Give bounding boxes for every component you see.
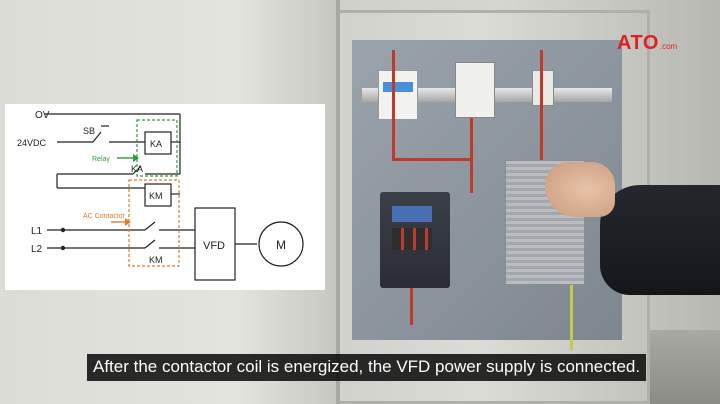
wire-red-5 xyxy=(540,50,543,160)
label-ov: OV xyxy=(35,110,50,121)
wire-red-3 xyxy=(470,118,473,193)
label-km-coil: KM xyxy=(149,191,163,201)
km-contact-l1 xyxy=(144,221,156,231)
logo-brand: ATO xyxy=(617,32,659,54)
schematic-diagram: OV 24VDC SB KA Relay KA KM AC Contactor … xyxy=(17,110,304,281)
breaker-label-strip xyxy=(383,82,413,92)
wire-red-4 xyxy=(410,285,413,325)
wire-red-1 xyxy=(392,50,395,160)
relay-device xyxy=(532,70,554,106)
wire-red-2 xyxy=(392,158,472,161)
ka-coil-rect xyxy=(144,131,172,155)
km-contact-l2 xyxy=(144,239,156,249)
label-ka-coil: KA xyxy=(150,139,162,149)
relay-dashed-box xyxy=(136,119,178,177)
label-ka-contact: KA xyxy=(131,164,143,174)
label-vfd: VFD xyxy=(203,240,225,252)
ac-contactor-device xyxy=(455,62,495,118)
person-hand xyxy=(545,162,615,217)
junction-dot-l2 xyxy=(60,245,66,251)
relay-arrowhead xyxy=(133,154,139,162)
contactor-dashed-box xyxy=(128,179,180,267)
label-motor: M xyxy=(276,238,286,252)
km-coil-rect xyxy=(144,183,172,207)
label-sb: SB xyxy=(83,126,95,136)
person-sleeve xyxy=(600,185,720,295)
label-ac-contactor: AC Contactor xyxy=(83,213,126,220)
label-24vdc: 24VDC xyxy=(17,138,47,148)
ato-logo: ATO .com xyxy=(617,32,677,55)
contactor-arrowhead xyxy=(125,218,131,226)
label-l1: L1 xyxy=(31,226,43,237)
circuit-breaker xyxy=(378,70,418,120)
logo-suffix: .com xyxy=(659,42,678,51)
motor-circle xyxy=(258,221,304,267)
video-caption: After the contactor coil is energized, t… xyxy=(87,354,647,381)
vfd-screen xyxy=(392,206,432,222)
wiring-schematic: OV 24VDC SB KA Relay KA KM AC Contactor … xyxy=(5,104,325,290)
vfd-keypad xyxy=(392,228,432,250)
junction-dot-l1 xyxy=(60,227,66,233)
label-l2: L2 xyxy=(31,244,43,255)
sb-switch xyxy=(92,131,102,143)
wire-yellow-1 xyxy=(570,240,573,350)
label-relay: Relay xyxy=(92,156,110,163)
label-km-contact: KM xyxy=(149,255,163,265)
